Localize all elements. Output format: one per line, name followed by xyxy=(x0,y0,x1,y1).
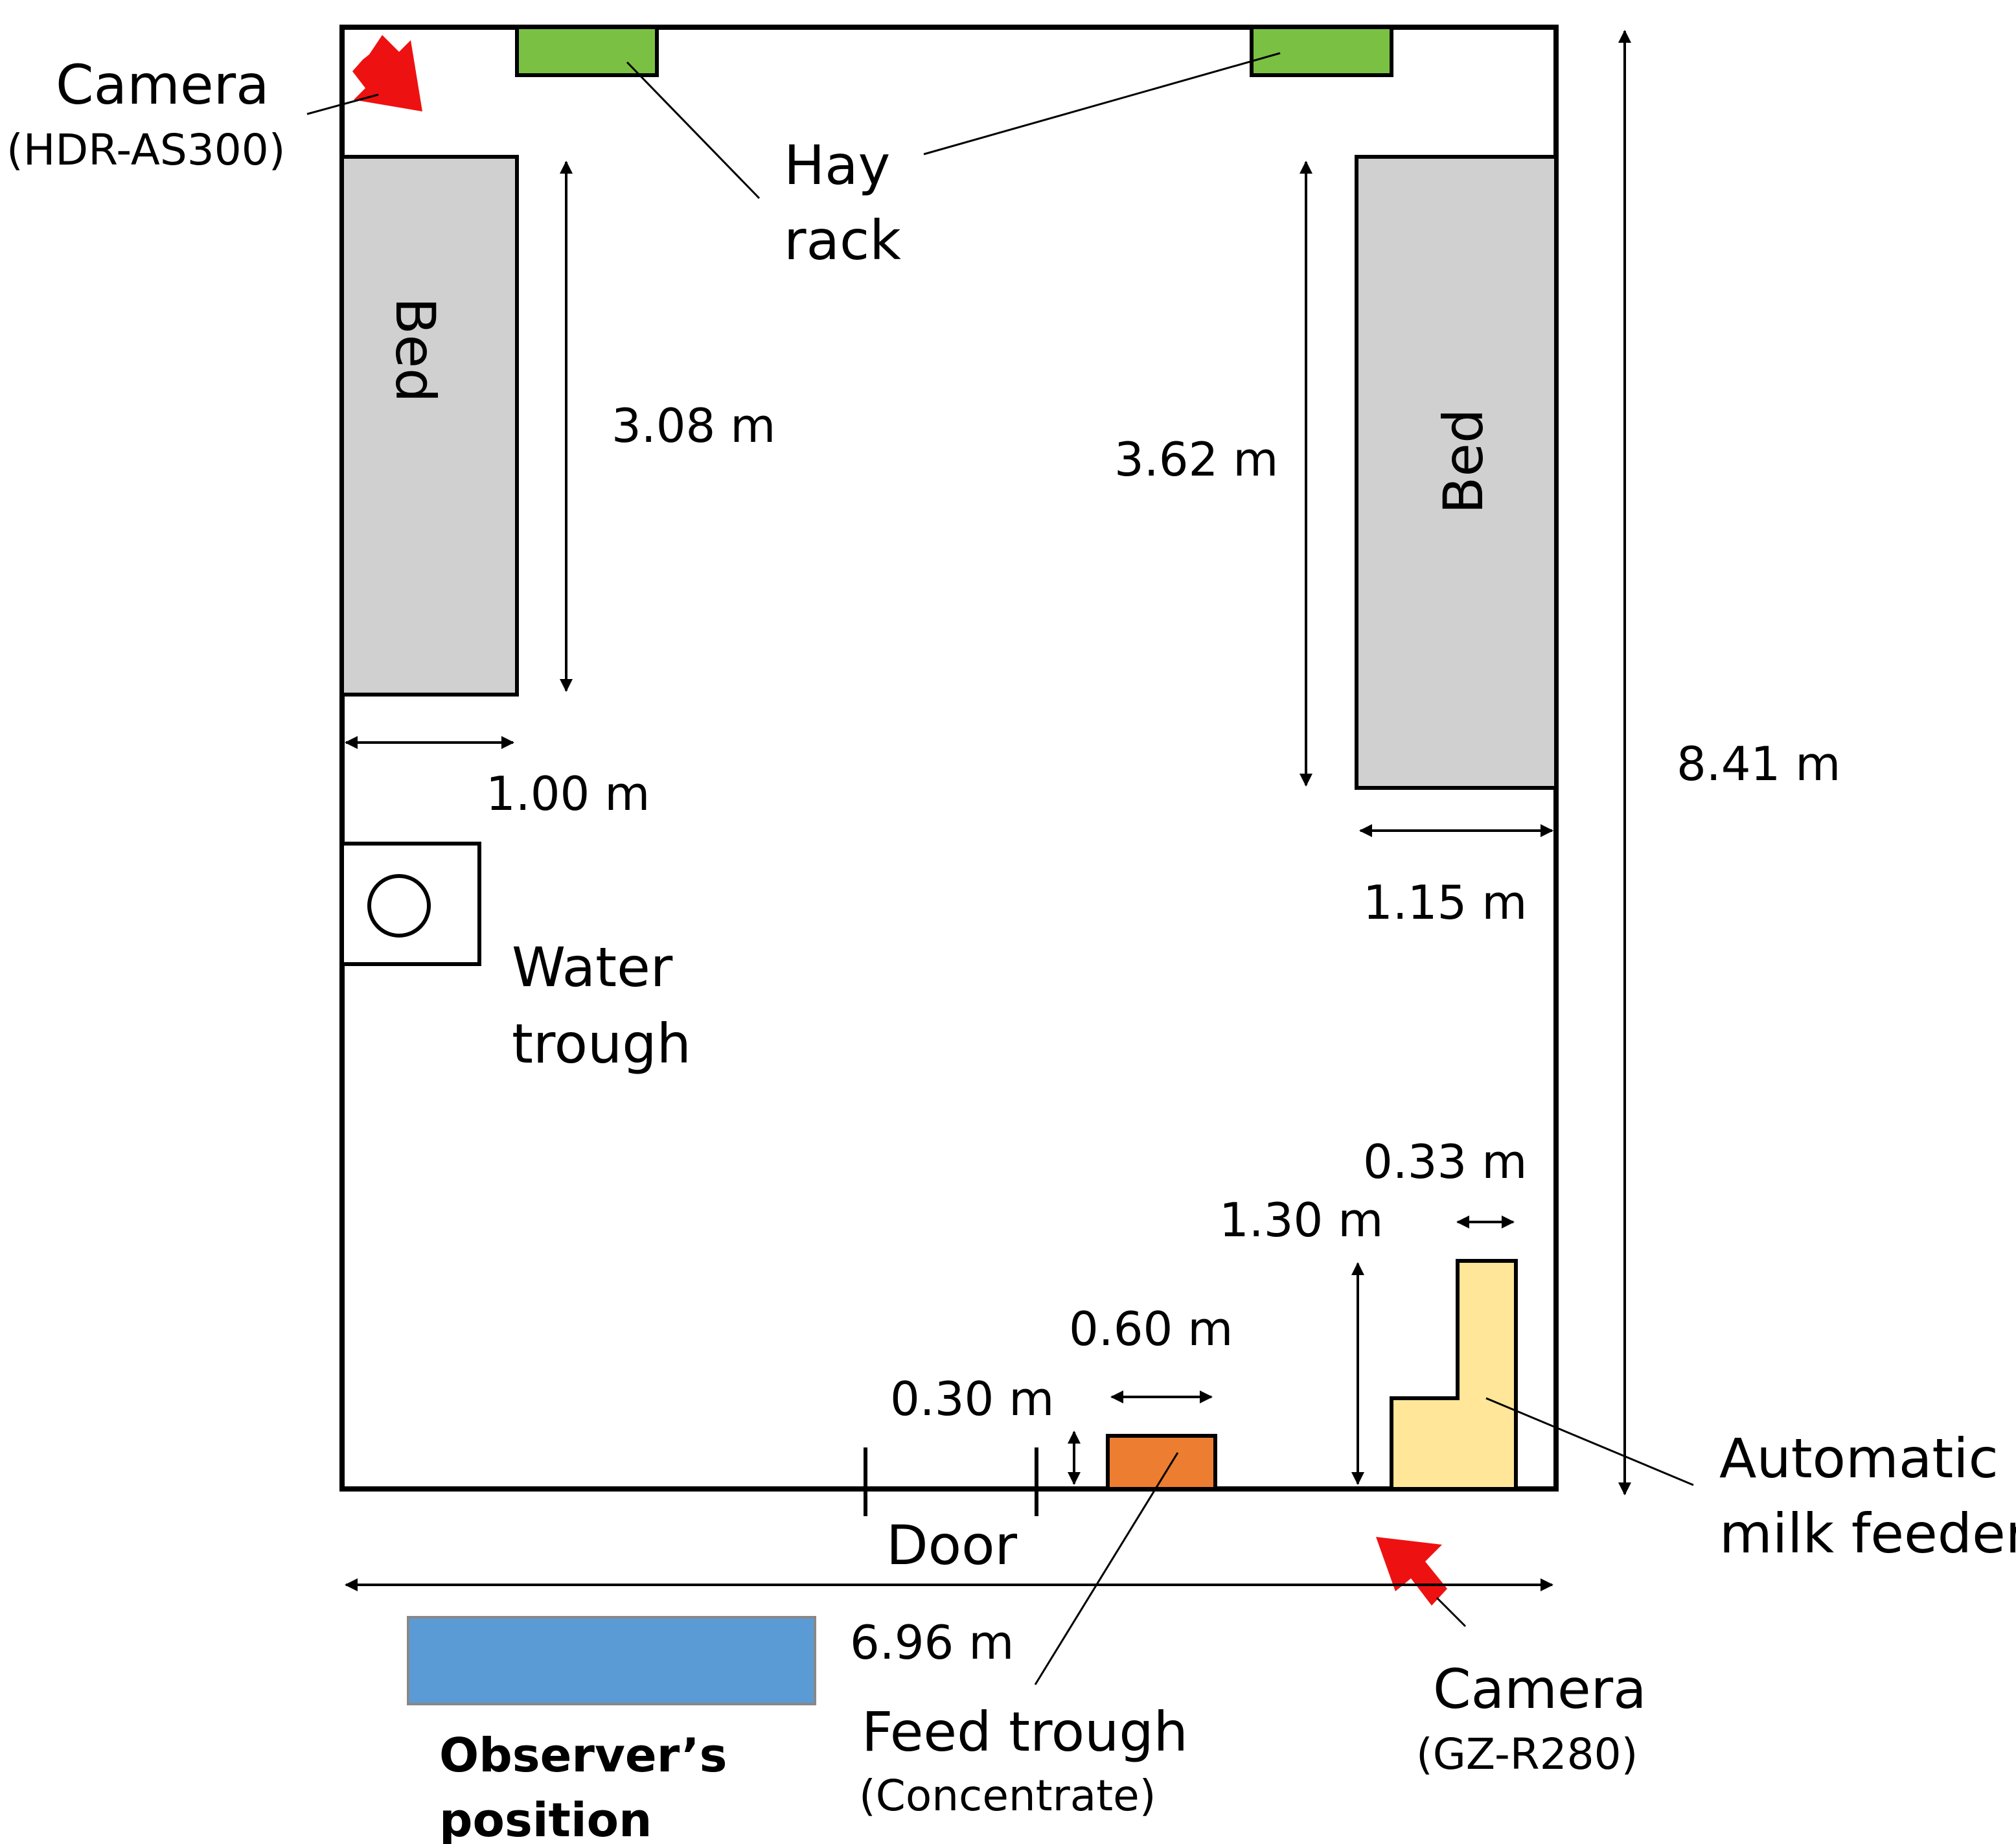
door-label: Door xyxy=(886,1514,1017,1577)
camera-bottom-leader xyxy=(1436,1596,1467,1628)
dim-milk-feeder-top-width-label: 0.33 m xyxy=(1363,1135,1527,1189)
dim-left-bed-width-label: 1.00 m xyxy=(486,766,650,821)
hay-leader-right xyxy=(923,52,1281,156)
bed-right xyxy=(1355,155,1558,790)
water-trough-label-line2: trough xyxy=(512,1012,691,1076)
milk-feeder-label-line1: Automatic xyxy=(1719,1427,1999,1490)
dim-feed-trough-width-label: 0.60 m xyxy=(1069,1302,1233,1356)
camera-top-arrow xyxy=(352,35,422,111)
milk-feeder-label-line2: milk feeder xyxy=(1719,1502,2016,1565)
water-trough-label-line1: Water xyxy=(512,936,673,999)
dim-right-bed-length-label: 3.62 m xyxy=(1114,432,1278,487)
dim-room-length-label: 8.41 m xyxy=(1677,737,1840,791)
dim-feed-trough-depth-label: 0.30 m xyxy=(890,1372,1054,1426)
feed-trough-label-line2: (Concentrate) xyxy=(859,1771,1156,1821)
milk-feeder-leader xyxy=(1485,1397,1694,1486)
hay-rack-left xyxy=(515,25,659,77)
feed-trough xyxy=(1106,1434,1217,1491)
feed-trough-label-line1: Feed trough xyxy=(862,1700,1188,1764)
camera-bottom-label: Camera xyxy=(1433,1657,1647,1721)
camera-top-leader xyxy=(306,93,379,115)
dim-left-bed-length-label: 3.08 m xyxy=(612,398,775,453)
observer-label-line1: Observer’s xyxy=(439,1728,727,1782)
observer-position xyxy=(407,1616,816,1705)
observer-label-line2: position xyxy=(439,1793,652,1844)
dim-milk-feeder-length-label: 1.30 m xyxy=(1219,1193,1383,1247)
bed-right-label: Bed xyxy=(1432,409,1495,514)
hay-rack-right xyxy=(1250,25,1393,77)
bed-left xyxy=(340,155,519,697)
camera-bottom-model: (GZ-R280) xyxy=(1416,1729,1638,1779)
camera-top-model: (HDR-AS300) xyxy=(6,125,286,175)
milk-feeder xyxy=(1390,1259,1518,1491)
bed-left-label: Bed xyxy=(384,297,447,403)
dim-right-bed-width-label: 1.15 m xyxy=(1363,875,1527,930)
hay-rack-label-line1: Hay xyxy=(784,133,890,197)
camera-top-label: Camera xyxy=(56,53,269,117)
camera-bottom-arrow xyxy=(1376,1537,1447,1606)
hay-rack-label-line2: rack xyxy=(784,209,901,272)
hay-leader-left xyxy=(626,61,761,200)
water-trough-bowl xyxy=(367,874,431,938)
feed-trough-leader xyxy=(1034,1452,1179,1685)
dim-room-width-label: 6.96 m xyxy=(850,1615,1014,1670)
